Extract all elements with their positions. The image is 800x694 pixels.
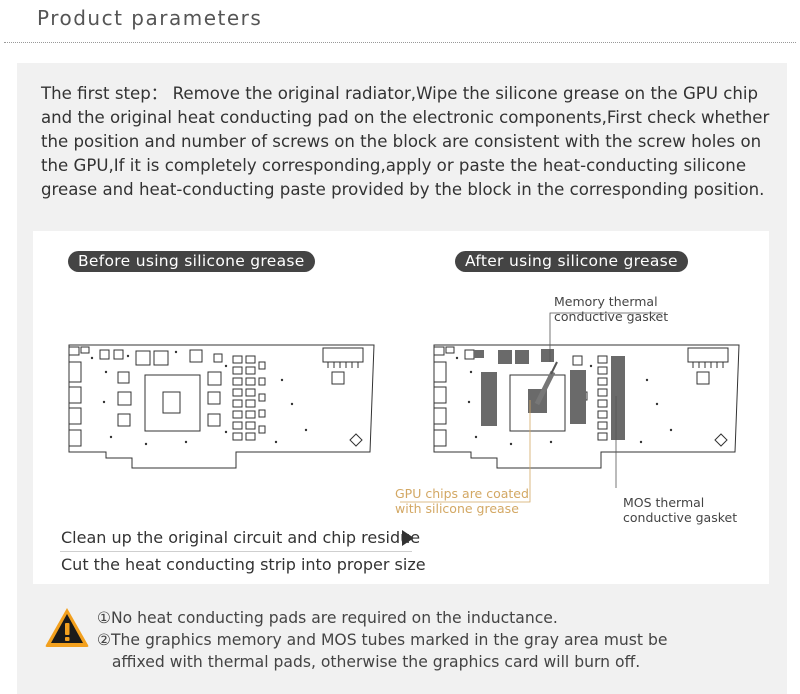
warning-icon [45, 608, 89, 647]
step-cut: Cut the heat conducting strip into prope… [61, 555, 426, 574]
warning-notes: ①No heat conducting pads are required on… [97, 607, 667, 673]
before-label: Before using silicone grease [68, 251, 315, 272]
intro-text: The first step： Remove the original radi… [41, 82, 771, 202]
illustration-card [33, 231, 769, 584]
memory-callout: Memory thermal conductive gasket [554, 294, 668, 324]
callout-line: Memory thermal [554, 294, 658, 309]
intro-line: the GPU,If it is completely correspondin… [41, 156, 747, 175]
play-triangle-icon [402, 530, 414, 546]
step-divider [60, 551, 412, 552]
gpu-board-before [68, 344, 375, 469]
callout-line: conductive gasket [623, 510, 738, 525]
callout-line: MOS thermal [623, 495, 705, 510]
callout-line: conductive gasket [554, 309, 669, 324]
header: Product parameters [0, 0, 800, 44]
intro-line: grease and heat-conducting paste provide… [41, 180, 765, 199]
intro-line: The first step： Remove the original radi… [41, 84, 759, 103]
note-line: affixed with thermal pads, otherwise the… [97, 653, 641, 671]
step-clean: Clean up the original circuit and chip r… [61, 528, 421, 547]
callout-line: with silicone grease [395, 501, 519, 516]
page-title: Product parameters [37, 6, 263, 30]
gpu-board-after [433, 344, 740, 469]
intro-line: and the original heat conducting pad on … [41, 108, 770, 127]
note-line: ②The graphics memory and MOS tubes marke… [97, 631, 668, 649]
callout-lines [400, 312, 663, 503]
callout-line: GPU chips are coated [395, 486, 529, 501]
after-label: After using silicone grease [455, 251, 688, 272]
header-divider [4, 42, 796, 43]
intro-line: the position and number of screws on the… [41, 132, 762, 151]
syringe [534, 361, 558, 406]
gpu-callout: GPU chips are coated with silicone greas… [395, 486, 529, 516]
mos-callout: MOS thermal conductive gasket [623, 495, 737, 525]
note-line: ①No heat conducting pads are required on… [97, 609, 558, 627]
